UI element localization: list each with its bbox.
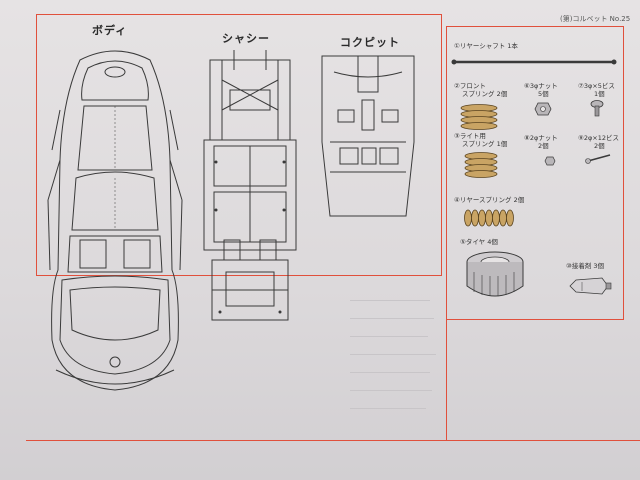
faded-text-line (350, 318, 434, 319)
small-parts-frame (446, 26, 624, 320)
bottom-rule (26, 440, 640, 441)
part-label-rear-spring: ④リヤースプリング 2個 (454, 196, 525, 204)
part-label-2x12-screw: ⑨2φ×12ビス 2個 (578, 134, 619, 150)
cockpit-drawing (321, 55, 415, 217)
part-label-tire: ⑤タイヤ 4個 (460, 238, 498, 246)
glue-tube-icon (569, 277, 612, 295)
faded-text-line (350, 408, 426, 409)
part-label-light-spring: ③ライト用 スプリング 1個 (454, 132, 508, 148)
faded-text-line (350, 390, 432, 391)
chassis-drawing (203, 50, 297, 321)
faded-text-line (350, 336, 428, 337)
screw-icon (590, 100, 604, 117)
section-title-cockpit: コクピット (340, 36, 400, 49)
part-label-2mm-nut: ⑧2φナット 2個 (524, 134, 558, 150)
part-label-3mm-nut: ⑥3φナット 5個 (524, 82, 558, 98)
faded-text-line (350, 354, 436, 355)
page-number: (第)コルベット No.25 (560, 15, 631, 23)
rear-spring-icon (464, 209, 514, 227)
part-label-3x5-screw: ⑦3φ×5ビス 1個 (578, 82, 615, 98)
long-screw-icon (585, 154, 611, 164)
hex-nut-icon (534, 102, 552, 116)
light-spring-icon (464, 152, 498, 178)
section-title-body: ボディ (92, 24, 128, 37)
rear-shaft-icon (451, 59, 617, 65)
faded-text-line (350, 372, 430, 373)
faded-text-line (350, 300, 430, 301)
part-label-adhesive: ⑩接着剤 3個 (566, 262, 605, 270)
part-label-front-spring: ②フロント スプリング 2個 (454, 82, 508, 98)
parts-diagram-frame (36, 14, 442, 276)
part-label-rear-shaft: ①リヤーシャフト 1本 (454, 42, 518, 50)
car-body-drawing (47, 50, 183, 391)
lower-divider (446, 320, 624, 440)
front-spring-icon (460, 104, 498, 130)
tire-icon (466, 251, 524, 297)
small-nut-icon (544, 156, 556, 166)
section-title-chassis: シャシー (222, 32, 270, 45)
